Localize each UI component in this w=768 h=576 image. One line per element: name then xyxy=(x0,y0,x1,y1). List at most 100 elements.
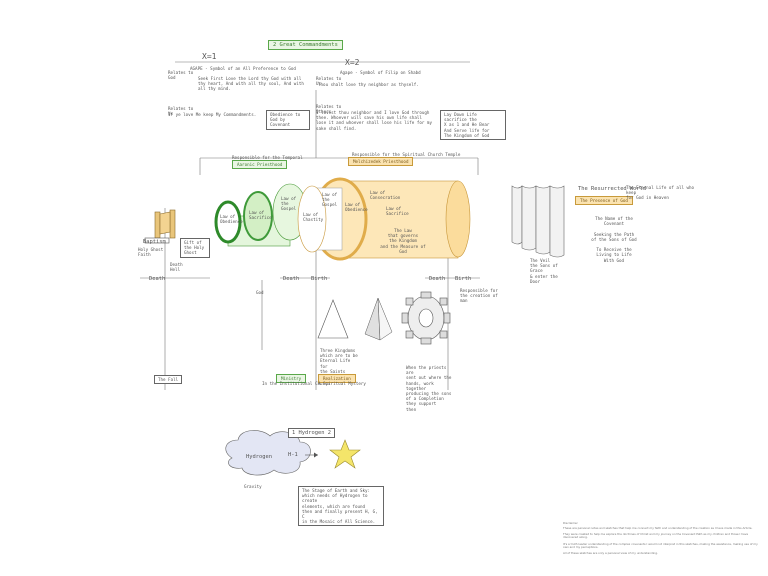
god-left-label: God xyxy=(256,290,264,295)
disclaimer-block: Disclaimer These are personal notes and … xyxy=(563,521,758,559)
gear-tooth xyxy=(443,312,451,324)
hydrogen-cloud-label: Hydrogen xyxy=(246,454,272,460)
birth-middle-label: Birth xyxy=(311,276,328,282)
gear-hub xyxy=(418,308,434,328)
inner-sacrifice-label: Law of Sacrifice xyxy=(386,206,409,217)
disclaimer-line: These are personal notes and sketches th… xyxy=(563,525,753,530)
x2-text2-label: Relates to Others xyxy=(316,104,342,115)
death-middle-label: Death xyxy=(283,276,300,282)
death-hell-label: Death Hell xyxy=(170,262,183,273)
veil-fold xyxy=(521,185,537,251)
disclaimer-title: Disclaimer xyxy=(563,521,578,525)
x2-text2: I lovest thou neighbor and I love God th… xyxy=(316,110,432,131)
law-sacrifice-label: Law of Sacrifice xyxy=(249,210,272,221)
gate-post-left xyxy=(154,211,161,239)
death-left-label: Death xyxy=(149,276,166,282)
pyramid-right-face xyxy=(377,297,393,341)
x2-text: Thou shalt love thy neighbor as thyself. xyxy=(318,82,419,87)
veil-fold xyxy=(511,185,523,245)
x1-obedience-box: Obedience to God by Covenant xyxy=(266,110,310,130)
bottom-note: The Stage of Earth and Sky: which needs … xyxy=(298,486,384,527)
pyramid-drawing xyxy=(364,297,393,341)
aaronic-ring-obedience xyxy=(214,200,242,244)
gear-tooth xyxy=(405,330,414,339)
triangle-outline xyxy=(317,299,349,339)
melchizedek-caption: Responsible for the Spiritual Church Tem… xyxy=(352,152,461,157)
veil-title: The Resurrected World xyxy=(578,186,647,192)
gear-right-note: Responsible for the creation of man xyxy=(460,288,498,304)
gift-note: Gift of the Holy Ghost xyxy=(180,238,210,258)
three-kingdoms-triangle xyxy=(317,299,349,339)
star-shape xyxy=(329,439,361,469)
gate-drawing xyxy=(144,209,176,244)
law-note: The Law that governs the Kingdom and the… xyxy=(380,228,426,254)
disclaimer-line: All of these sketches are only a persona… xyxy=(563,551,658,556)
gear-tooth xyxy=(420,337,432,345)
x2-side-label: Relates to Us xyxy=(316,76,342,87)
law-obedience-label: Law of Obedience xyxy=(220,214,243,225)
hydrogen-cloud-sub: H-1 xyxy=(288,452,298,458)
gear-tooth xyxy=(420,291,432,299)
triangle-note: Three Kingdoms which are to be Eternal L… xyxy=(320,348,358,374)
veil-curtain xyxy=(511,185,565,258)
baptism-plank xyxy=(144,237,170,244)
cloud-shape xyxy=(225,430,311,476)
hydrogen-box: 1 Hydrogen 2 xyxy=(288,428,335,439)
x1-text2: If ye love Me keep My Commandments. xyxy=(168,112,257,117)
x2-lay-down-box: Lay Down Life sacrifice the X as 1 and H… xyxy=(440,110,506,141)
veil-fold xyxy=(549,185,565,258)
realization-label: Realization xyxy=(318,374,356,384)
melchizedek-cylinder-end xyxy=(445,180,471,258)
melchizedek-label: Melchizedek Priesthood xyxy=(348,157,414,167)
gear-tooth xyxy=(401,312,409,324)
melchizedek-cylinders xyxy=(297,177,471,261)
gear-teeth xyxy=(401,291,451,345)
gravity-label: Gravity xyxy=(244,484,262,489)
star-drawing xyxy=(329,439,361,469)
x1-text2-label: Relates to Us xyxy=(168,106,194,117)
gear-tooth xyxy=(439,297,448,306)
presence-note: The Eternal Life of all who keep for God… xyxy=(626,185,695,201)
x2-heading: X=2 xyxy=(345,58,360,67)
veil-fold xyxy=(535,185,551,255)
gear-tooth xyxy=(439,330,448,339)
holy-ghost-label: Holy Ghost Faith xyxy=(138,247,164,258)
aaronic-ring-sacrifice xyxy=(243,191,273,241)
x2-subheading: Agape - Symbol of Filip on Shabd xyxy=(340,70,421,75)
birth-right-label: Birth xyxy=(455,276,472,282)
disclaimer-line: They were created to help me explore the… xyxy=(563,531,749,540)
gear-tooth xyxy=(405,297,414,306)
ministry-note: In the Institutional Church xyxy=(262,381,331,386)
baptism-label: Baptism xyxy=(143,239,166,245)
gate-door xyxy=(159,211,171,235)
arrow-head xyxy=(314,452,318,458)
law-consecration-label: Law of Consecration xyxy=(370,190,401,201)
x1-side-label: Relates to God xyxy=(168,70,194,81)
aaronic-caption: Responsible for the Temporal xyxy=(232,155,303,160)
disclaimer-line: It's a truth leader understanding of the… xyxy=(563,541,758,550)
law-chastity-label: Law of Chastity xyxy=(303,212,324,223)
inner-obedience-label: Law of Obedience xyxy=(345,202,368,213)
gears-note: When the priests are sent out where the … xyxy=(406,365,452,412)
hydrogen-cloud xyxy=(225,430,318,476)
veil-note: The Name of the Covenant Seeking the Pat… xyxy=(591,216,637,263)
diagram-title: 2 Great Commandments xyxy=(268,40,343,51)
death-right-label: Death xyxy=(429,276,446,282)
veil-left-note: The Veil the Sons of Grace & enter the D… xyxy=(530,258,558,284)
realization-note: A Spiritual Mystery xyxy=(318,381,366,386)
inner-gospel-label: Law of the Gospel xyxy=(322,192,338,208)
pyramid-left-face xyxy=(364,297,381,341)
aaronic-label: Aaronic Priesthood xyxy=(232,160,288,170)
ministry-label: Ministry xyxy=(276,374,307,384)
fall-label: The Fall xyxy=(154,375,183,385)
melchizedek-ring-chastity xyxy=(297,185,327,253)
x1-text: Seek First Love the Lord thy God with al… xyxy=(198,76,304,92)
presence-of-god-label: The Presence of God xyxy=(575,196,633,206)
x1-subheading: AGAPE - Symbol of an All Preference to G… xyxy=(190,66,296,71)
gate-post-right xyxy=(169,209,176,239)
gear-drawing xyxy=(401,291,451,345)
law-gospel-label: Law of the Gospel xyxy=(281,196,297,212)
x1-heading: X=1 xyxy=(202,52,217,61)
aaronic-cylinders xyxy=(214,183,308,247)
